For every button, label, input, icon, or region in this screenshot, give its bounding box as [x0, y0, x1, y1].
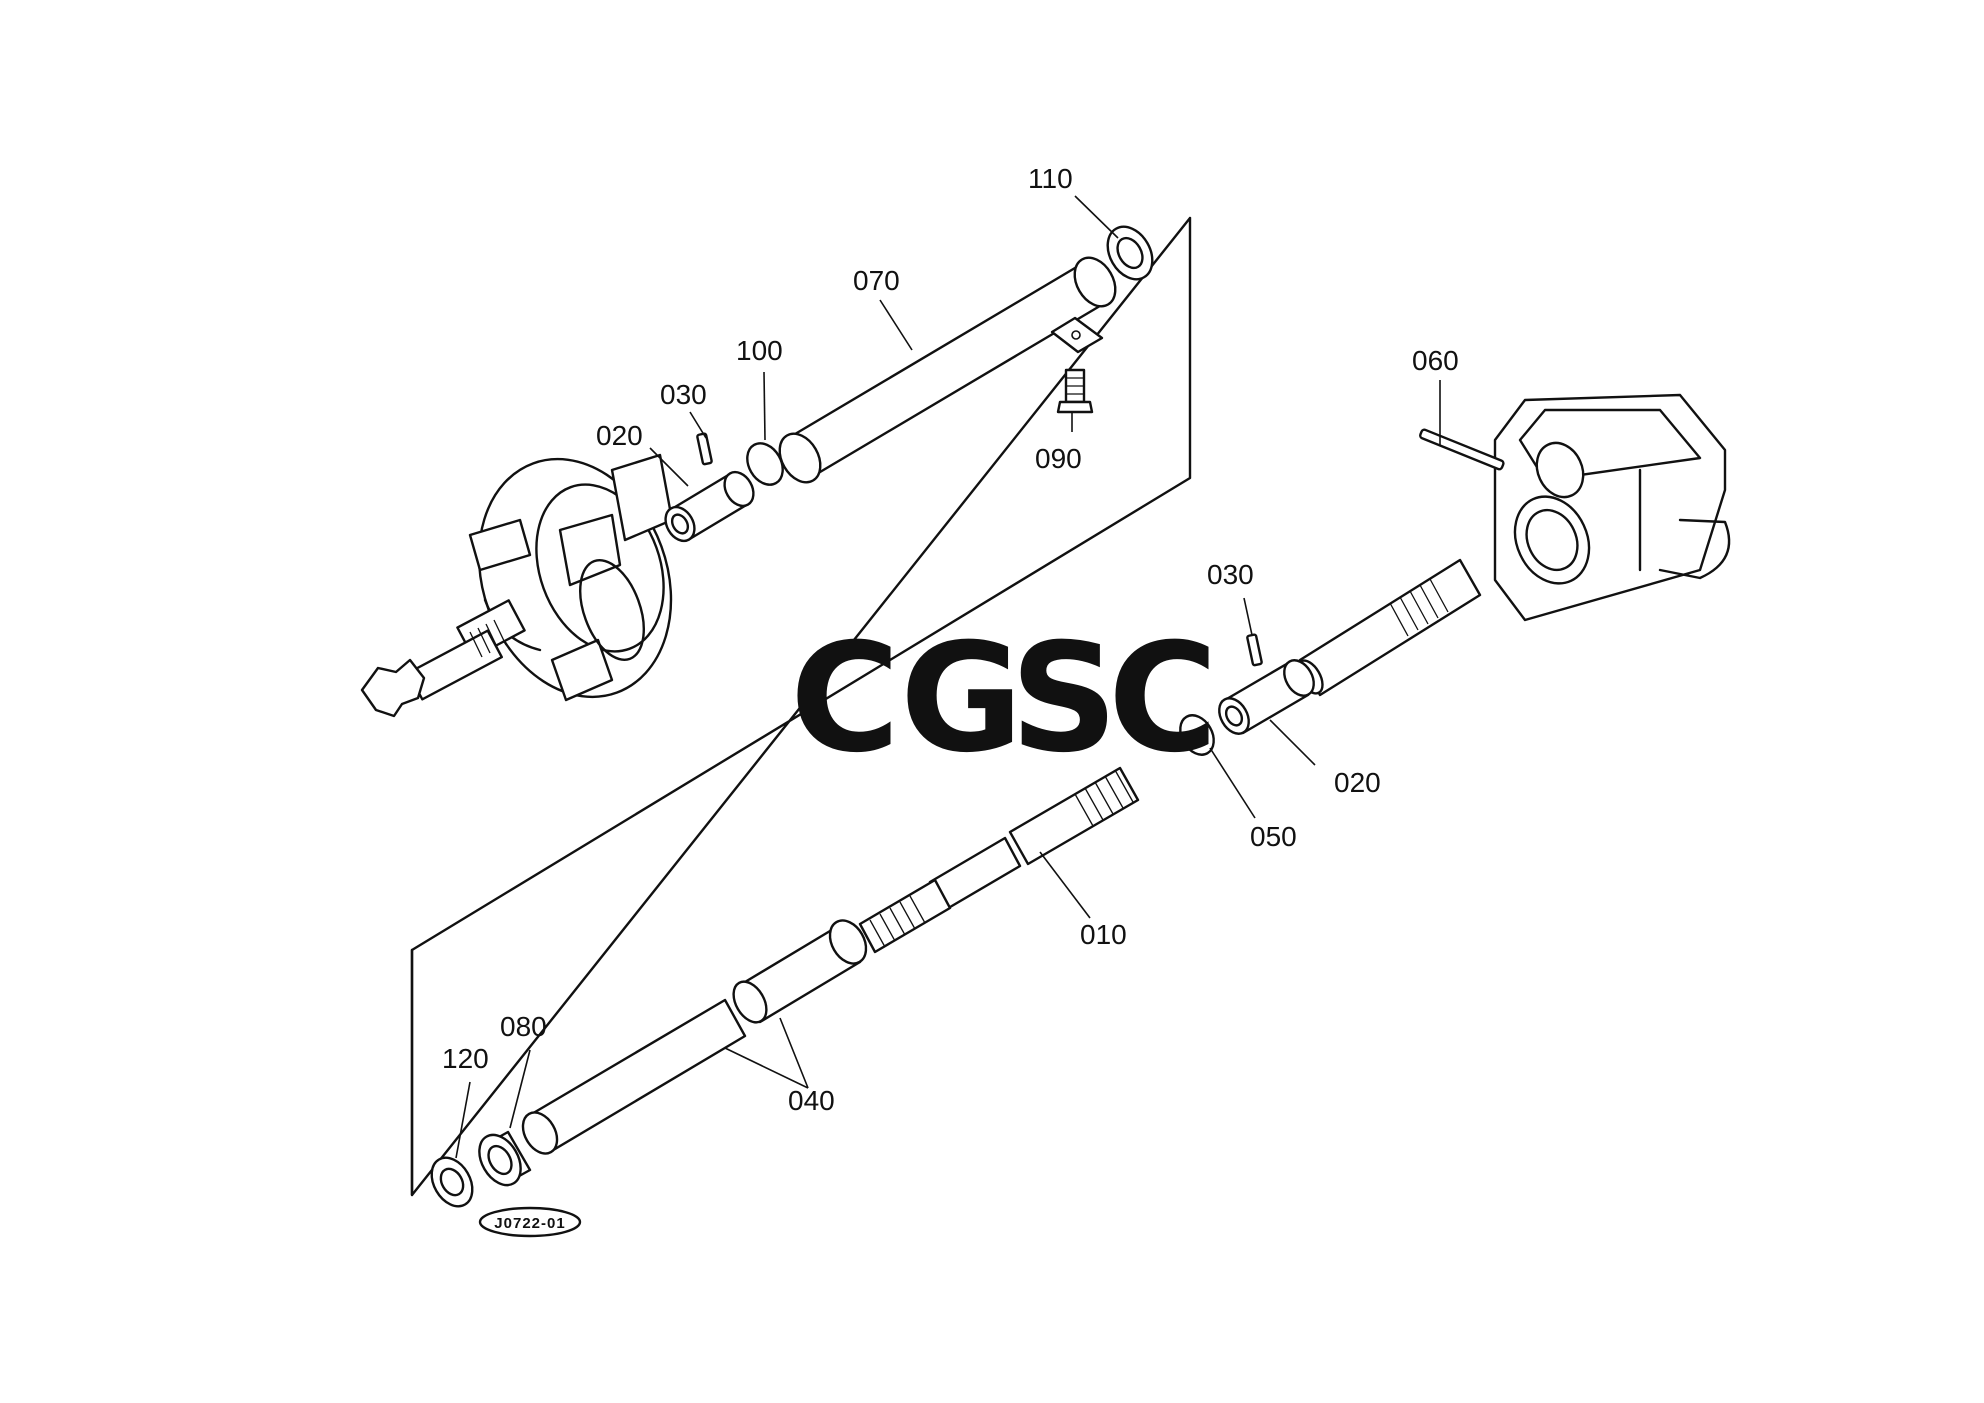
- gearbox-housing: [1493, 393, 1731, 622]
- drawing-reference: J0722-01: [478, 1206, 582, 1238]
- main-shaft-010: [858, 766, 1140, 954]
- seal-110: [1106, 225, 1154, 281]
- callout-100: 100: [736, 335, 783, 366]
- watermark-letter-g: G: [900, 612, 1023, 786]
- spring-pin-030-lower: [1246, 633, 1263, 667]
- o-ring-100: [746, 442, 784, 486]
- callout-labels: 110 070 100 030 020 090 060 030 020 050 …: [442, 163, 1459, 1116]
- left-housing: [360, 453, 674, 718]
- callout-110: 110: [1028, 163, 1073, 194]
- watermark: C G S C: [790, 612, 1218, 786]
- o-ring-050: [1179, 714, 1215, 756]
- seal-120: [430, 1156, 474, 1208]
- callout-040: 040: [788, 1085, 835, 1116]
- needle-bearing-020-lower: [1218, 659, 1315, 735]
- callout-080: 080: [500, 1011, 547, 1042]
- bearing-080: [478, 1130, 532, 1187]
- callout-010: 010: [1080, 919, 1127, 950]
- watermark-letter-c2: C: [1108, 612, 1218, 786]
- callout-030-upper: 030: [660, 379, 707, 410]
- shaft-tube-070: [778, 256, 1117, 484]
- callout-030-lower: 030: [1207, 559, 1254, 590]
- callout-120: 120: [442, 1043, 489, 1074]
- spring-pin-030-upper: [696, 432, 713, 466]
- callout-070: 070: [853, 265, 900, 296]
- pinion-gear: [360, 658, 426, 718]
- callout-050: 050: [1250, 821, 1297, 852]
- callout-090: 090: [1035, 443, 1082, 474]
- watermark-letter-c1: C: [790, 612, 900, 786]
- callout-020-upper: 020: [596, 420, 643, 451]
- watermark-letter-s: S: [1010, 612, 1118, 786]
- callout-060: 060: [1412, 345, 1459, 376]
- needle-bearing-020-upper: [664, 470, 755, 543]
- drawing-reference-text: J0722-01: [494, 1215, 565, 1232]
- bolt-090: [1056, 368, 1094, 414]
- callout-020-lower: 020: [1334, 767, 1381, 798]
- output-shaft-right: [1296, 558, 1482, 697]
- pin-060: [1419, 428, 1505, 471]
- leader-lines: [455, 195, 1441, 1159]
- shaft-tube-040: [521, 919, 868, 1155]
